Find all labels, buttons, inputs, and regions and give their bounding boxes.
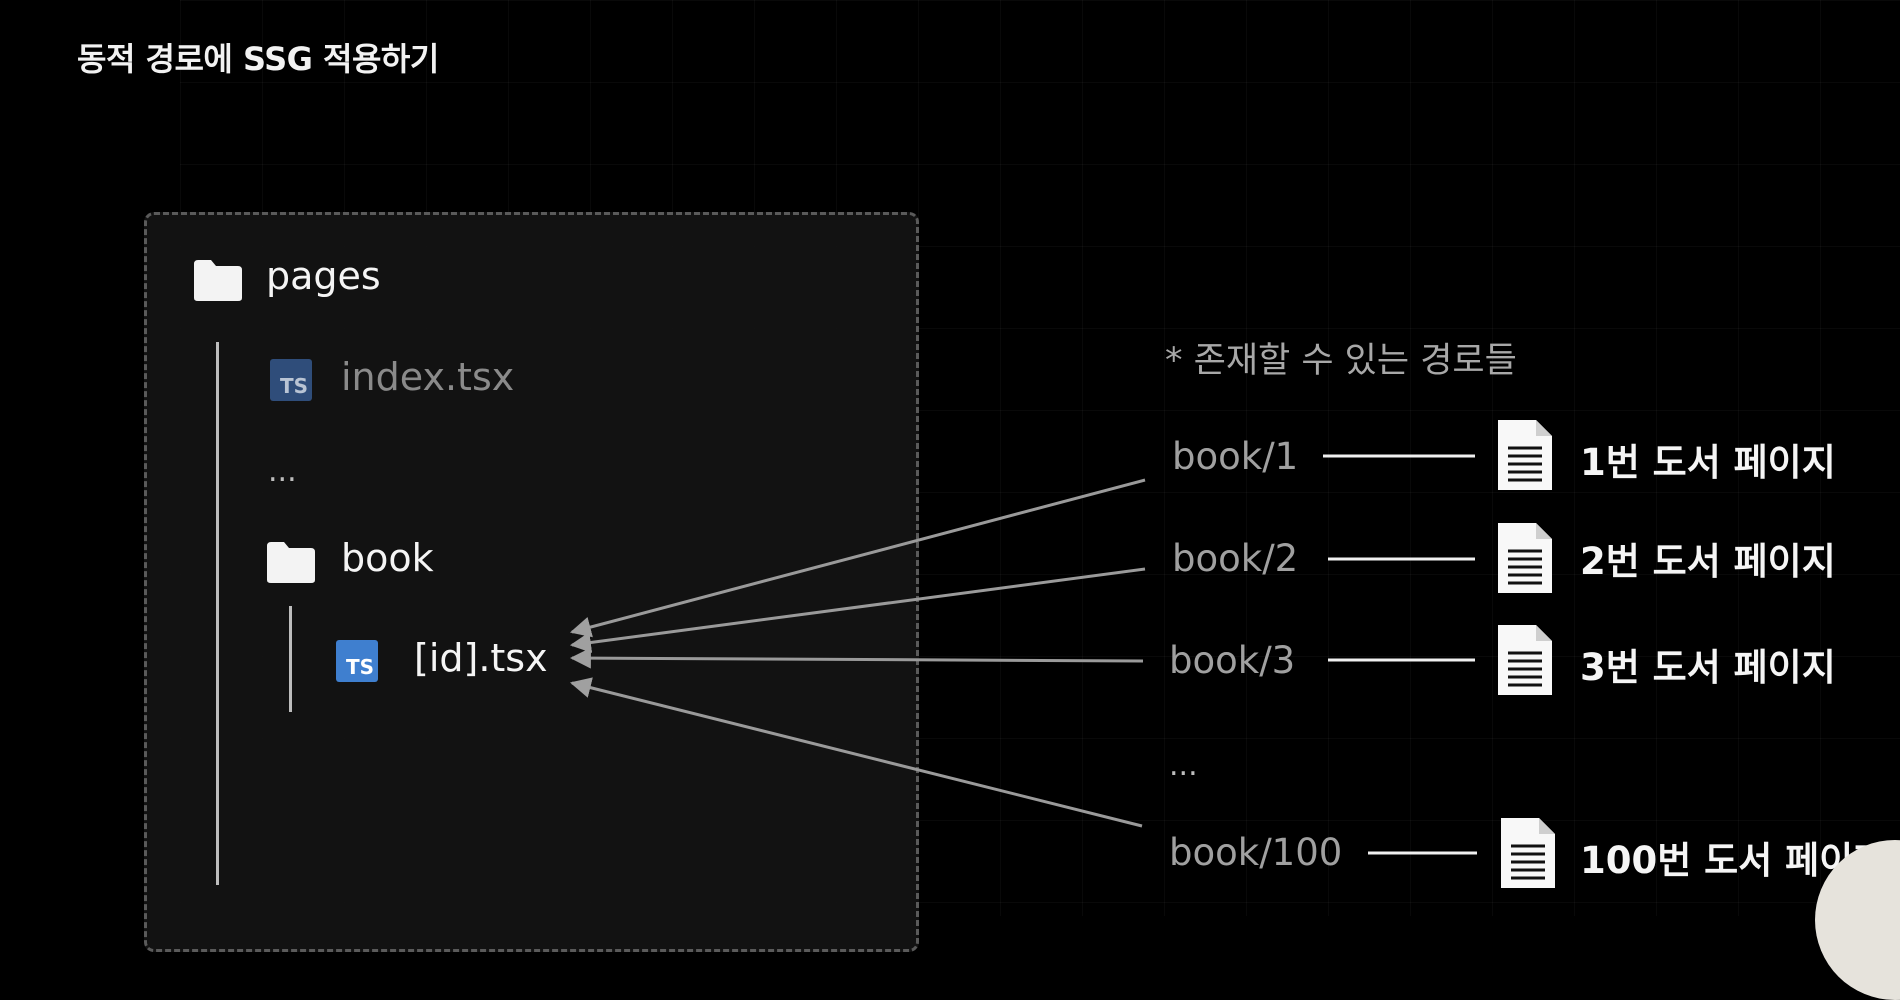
page-label-book-3: 3번 도서 페이지 [1580,637,1836,691]
route-label-book-2: book/2 [1172,537,1298,580]
route-label-book-100: book/100 [1169,831,1342,874]
document-icon [1496,521,1554,595]
route-label-book-1: book/1 [1172,435,1298,478]
routes-heading: * 존재할 수 있는 경로들 [1165,332,1517,383]
document-icon [1496,623,1554,697]
document-icon [1496,418,1554,492]
route-label-book-3: book/3 [1169,639,1295,682]
page-label-book-1: 1번 도서 페이지 [1580,432,1836,486]
arrow-book-2 [572,569,1145,645]
document-icon [1499,816,1557,890]
routes-ellipsis: ... [1169,748,1198,783]
page-label-book-2: 2번 도서 페이지 [1580,531,1836,585]
arrow-book-1 [572,480,1145,632]
arrow-book-3 [572,658,1143,661]
arrow-book-100 [572,683,1142,826]
